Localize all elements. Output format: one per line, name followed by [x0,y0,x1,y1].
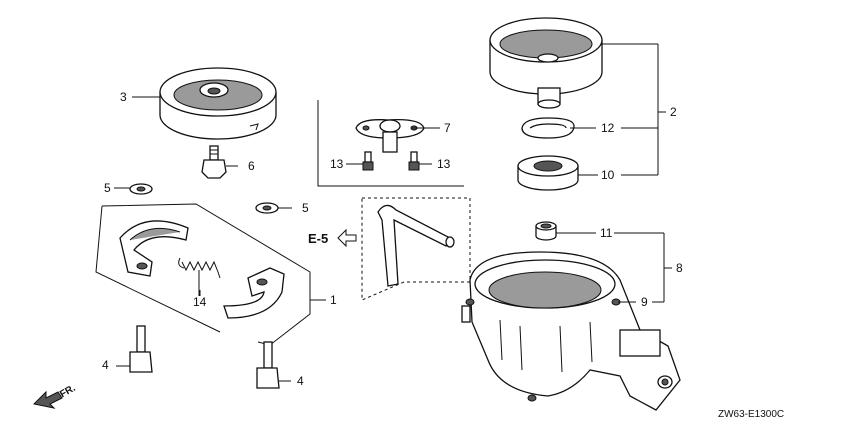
gear-case-housing [461,251,681,411]
label-part-6: 6 [248,159,255,173]
label-part-2: 2 [670,105,677,119]
clutch-shoes [119,220,285,319]
part-5-washers [129,183,279,214]
part-3-drum [159,67,277,140]
label-part-5a: 5 [104,181,111,195]
label-part-12: 12 [601,121,615,135]
label-part-10: 10 [601,168,615,182]
label-part-9: 9 [641,295,648,309]
part-7-flange [355,119,425,171]
label-part-14: 14 [193,295,207,309]
label-part-3: 3 [120,90,127,104]
part-6-bolt [201,145,227,179]
part-10-bearing [517,155,579,191]
diagram-code: ZW63-E1300C [718,409,785,420]
label-part-5b: 5 [302,201,309,215]
part-7-group-outline [317,100,464,187]
label-part-4a: 4 [102,358,109,372]
front-direction-arrow-icon [32,390,63,409]
part-2-drum [489,17,603,109]
label-part-4b: 4 [297,374,304,388]
reference-arrow-icon [337,228,357,248]
label-part-13a: 13 [330,157,344,171]
label-part-1: 1 [330,293,337,307]
part-12-snap-ring [521,117,575,139]
label-part-8: 8 [676,261,683,275]
label-part-13b: 13 [437,157,451,171]
part-11-seal [535,221,557,241]
leader-lines [114,43,672,382]
part-4-bolts [129,325,280,389]
spring-part-14 [178,257,221,296]
label-part-7: 7 [444,121,451,135]
hose-group [361,197,471,301]
reference-label: E-5 [308,231,329,246]
label-part-11: 11 [600,226,613,240]
